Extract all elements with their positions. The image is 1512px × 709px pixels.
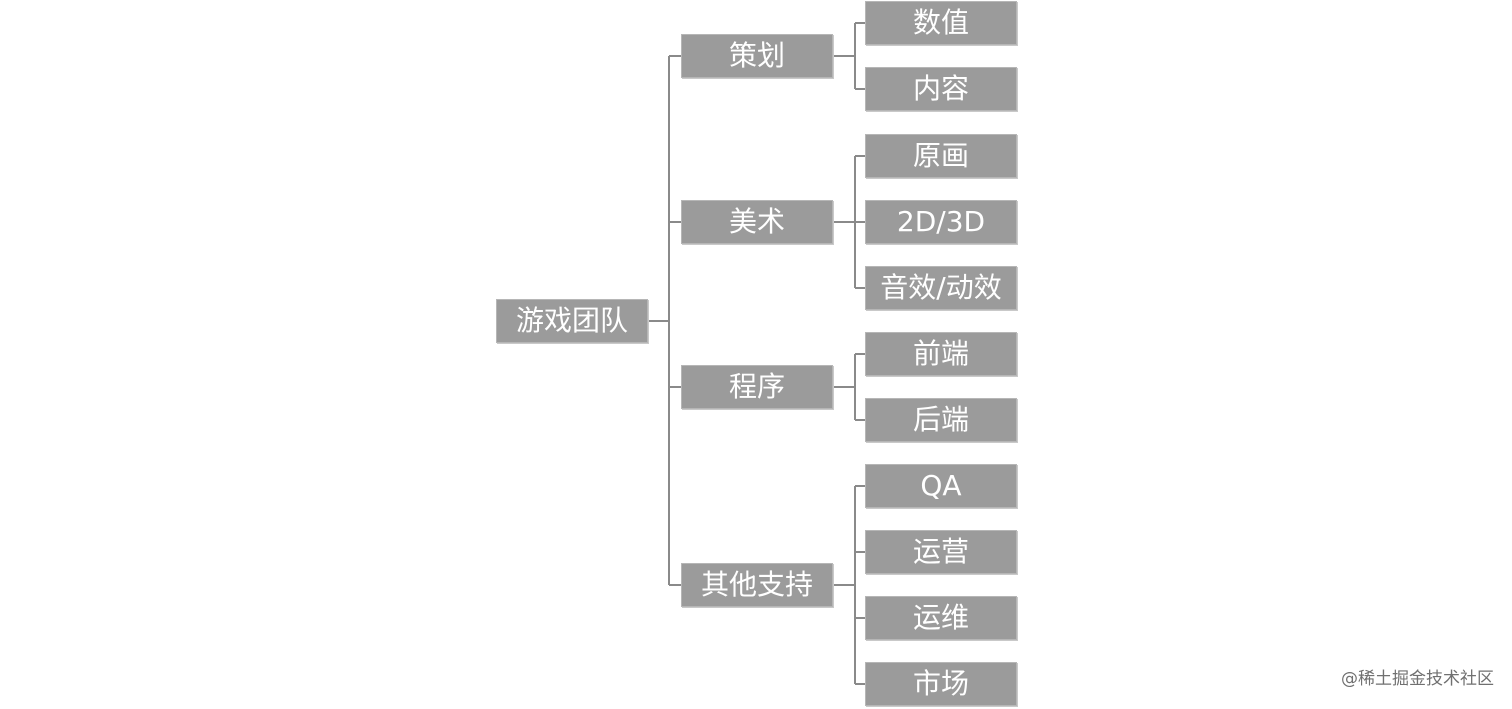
category-node-programming: 程序 bbox=[681, 365, 833, 409]
leaf-node: 数值 bbox=[865, 1, 1017, 45]
leaf-node: 2D/3D bbox=[865, 200, 1017, 244]
leaf-node: 内容 bbox=[865, 67, 1017, 111]
category-node-art: 美术 bbox=[681, 200, 833, 244]
leaf-node: 前端 bbox=[865, 332, 1017, 376]
leaf-node: 原画 bbox=[865, 134, 1017, 178]
leaf-node: 市场 bbox=[865, 662, 1017, 706]
leaf-node: 运维 bbox=[865, 596, 1017, 640]
leaf-node: 运营 bbox=[865, 530, 1017, 574]
leaf-node: 后端 bbox=[865, 398, 1017, 442]
watermark: @稀土掘金技术社区 bbox=[1341, 669, 1494, 689]
root-node: 游戏团队 bbox=[496, 299, 648, 343]
leaf-node: 音效/动效 bbox=[865, 266, 1017, 310]
category-node-other-support: 其他支持 bbox=[681, 563, 833, 607]
leaf-node: QA bbox=[865, 464, 1017, 508]
category-node-planning: 策划 bbox=[681, 34, 833, 78]
